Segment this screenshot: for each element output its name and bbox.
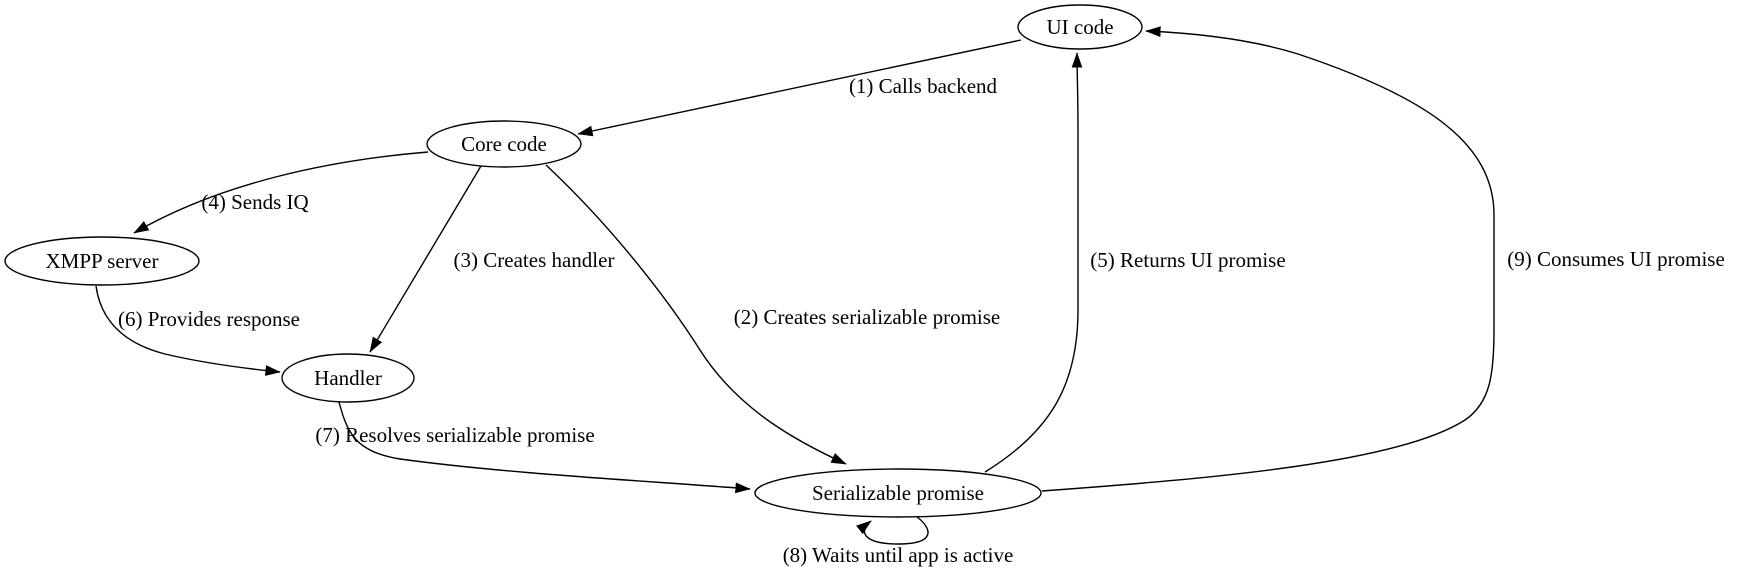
edge-creates-handler-line: [369, 165, 482, 353]
node-serializable-promise-shape: [754, 468, 1042, 518]
edge-creates-serializable-promise-line: [545, 164, 847, 465]
edge-consumes-ui-promise-label: (9) Consumes UI promise: [1507, 247, 1725, 271]
edge-resolves-serializable-promise-label: (7) Resolves serializable promise: [315, 423, 594, 447]
node-core-code: Core code: [426, 120, 582, 168]
edge-provides-response-line: [95, 285, 281, 376]
node-handler-shape: [281, 353, 415, 403]
node-xmpp-server-shape: [4, 236, 200, 286]
node-serializable-promise: Serializable promise: [754, 468, 1042, 518]
edge-provides-response: (6) Provides response: [95, 285, 300, 376]
edge-creates-serializable-promise: (2) Creates serializable promise: [545, 164, 1000, 465]
edge-consumes-ui-promise: (9) Consumes UI promise: [1041, 26, 1725, 492]
edge-waits-until-app-active: (8) Waits until app is active: [783, 515, 1014, 567]
edge-creates-handler: (3) Creates handler: [369, 165, 615, 353]
node-serializable-promise-label: Serializable promise: [812, 481, 984, 505]
node-core-code-shape: [426, 120, 582, 168]
edge-calls-backend-line: [577, 39, 1022, 137]
edge-waits-until-app-active-label: (8) Waits until app is active: [783, 543, 1014, 567]
node-core-code-label: Core code: [461, 132, 547, 156]
node-handler-label: Handler: [314, 366, 382, 390]
edge-returns-ui-promise: (5) Returns UI promise: [984, 52, 1286, 473]
edge-resolves-serializable-promise-line: [338, 401, 751, 494]
node-ui-code-shape: [1017, 4, 1143, 50]
edge-sends-iq-label: (4) Sends IQ: [201, 190, 308, 214]
edge-waits-until-app-active-line: [856, 515, 929, 545]
node-handler: Handler: [281, 353, 415, 403]
edge-calls-backend: (1) Calls backend: [577, 39, 1022, 137]
node-xmpp-server-label: XMPP server: [46, 249, 159, 273]
edge-consumes-ui-promise-line: [1041, 26, 1495, 492]
node-ui-code: UI code: [1017, 4, 1143, 50]
edge-returns-ui-promise-line: [984, 52, 1083, 473]
edge-creates-serializable-promise-label: (2) Creates serializable promise: [734, 305, 1000, 329]
edge-returns-ui-promise-label: (5) Returns UI promise: [1090, 248, 1285, 272]
edge-provides-response-label: (6) Provides response: [118, 307, 300, 331]
node-ui-code-label: UI code: [1046, 15, 1113, 39]
edge-creates-handler-label: (3) Creates handler: [454, 248, 615, 272]
edge-resolves-serializable-promise: (7) Resolves serializable promise: [315, 401, 751, 494]
edge-calls-backend-label: (1) Calls backend: [849, 74, 998, 98]
edge-sends-iq: (4) Sends IQ: [133, 151, 429, 234]
node-xmpp-server: XMPP server: [4, 236, 200, 286]
edge-sends-iq-line: [133, 151, 429, 234]
